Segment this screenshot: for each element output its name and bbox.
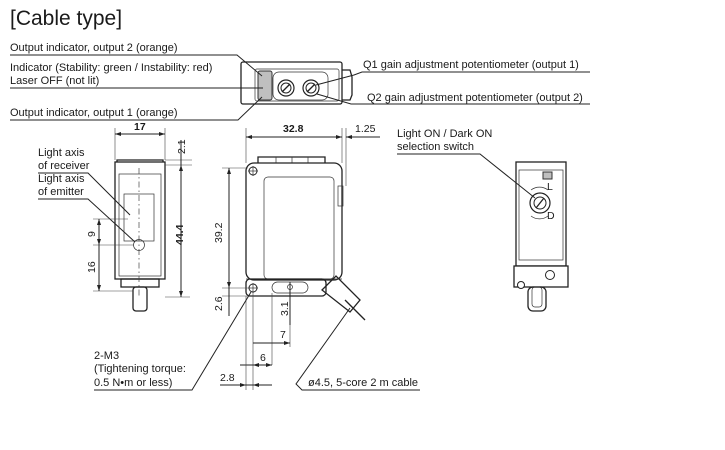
dim-2-1: 2.1	[176, 139, 188, 154]
leader-axis-emitter	[38, 198, 136, 243]
dim-2-6: 2.6	[213, 296, 225, 311]
dim-17: 17	[134, 121, 146, 133]
top-view-panel	[254, 68, 340, 102]
mounting-label-1: 2-M3	[94, 350, 119, 362]
indicator-window	[257, 70, 273, 101]
front-view-body	[245, 162, 343, 281]
mounting-label-3: 0.5 N•m or less)	[94, 377, 172, 389]
back-view-panel	[518, 169, 564, 261]
lower-mount-hole-icon	[248, 283, 258, 293]
front-view-base	[245, 278, 327, 297]
mounting-label-2: (Tightening torque:	[94, 363, 186, 375]
back-view-cable-inner	[531, 286, 543, 308]
side-view-body	[114, 161, 166, 280]
q2-potentiometer-icon	[302, 79, 320, 97]
dim-1-25: 1.25	[355, 123, 376, 135]
leader-q1	[315, 71, 590, 86]
top-view-cable-stub	[342, 69, 353, 101]
switch-label-2: selection switch	[397, 141, 474, 153]
callout-stability-indicator: Indicator (Stability: green / Instabilit…	[10, 62, 212, 74]
back-view-cable	[527, 286, 547, 312]
leader-mounting	[94, 291, 252, 391]
switch-label-1: Light ON / Dark ON	[397, 128, 492, 140]
drawing-title: [Cable type]	[10, 7, 122, 30]
dim-2-8: 2.8	[220, 372, 235, 384]
back-view-indicator	[542, 171, 553, 180]
dim-3-1: 3.1	[279, 301, 291, 316]
dim-39-2: 39.2	[213, 222, 225, 243]
side-view-lens-frame	[118, 173, 162, 277]
dim-16: 16	[86, 261, 98, 273]
callout-laser-off: Laser OFF (not lit)	[10, 75, 99, 87]
front-view-cable-gland	[321, 275, 361, 313]
axis-receiver-label-1: Light axis	[38, 147, 85, 159]
callout-output2-indicator: Output indicator, output 2 (orange)	[10, 42, 178, 54]
side-view	[114, 159, 166, 312]
callout-output1-indicator: Output indicator, output 1 (orange)	[10, 107, 178, 119]
back-view-hole-left-icon	[517, 281, 525, 289]
leader-axis-receiver	[38, 172, 131, 216]
upper-mount-hole-icon	[248, 166, 258, 176]
dim-32-8: 32.8	[283, 123, 304, 135]
side-view-cable	[132, 286, 148, 312]
front-view-side-tab	[337, 185, 344, 207]
top-view	[240, 61, 353, 105]
back-view-hole-right-icon	[545, 270, 555, 280]
dim-6: 6	[260, 352, 266, 364]
axis-emitter-label-2: of emitter	[38, 186, 84, 198]
axis-emitter-label-1: Light axis	[38, 173, 85, 185]
switch-label-d: D	[547, 210, 555, 222]
side-view-base	[120, 278, 160, 288]
leader-q2	[316, 93, 590, 105]
callout-q2-pot: Q2 gain adjustment potentiometer (output…	[367, 92, 583, 104]
callout-q1-pot: Q1 gain adjustment potentiometer (output…	[363, 59, 579, 71]
leader-output2	[10, 54, 263, 77]
dim-44-4: 44.4	[174, 224, 186, 245]
axis-receiver-label-2: of receiver	[38, 160, 90, 172]
cable-label: ø4.5, 5-core 2 m cable	[308, 377, 418, 389]
dim-7: 7	[280, 329, 286, 341]
switch-label-l: L	[547, 181, 553, 193]
leader-cable	[295, 307, 420, 391]
pot-housing	[272, 71, 329, 101]
front-view-cap-ribs	[275, 157, 309, 163]
leader-switch	[397, 153, 536, 199]
q1-potentiometer-icon	[277, 79, 295, 97]
back-view-body	[515, 161, 567, 267]
front-view	[245, 156, 366, 321]
front-view-cable	[344, 299, 366, 321]
back-view: L D	[513, 161, 569, 312]
dim-9: 9	[86, 231, 98, 237]
leader-output1	[10, 96, 263, 121]
